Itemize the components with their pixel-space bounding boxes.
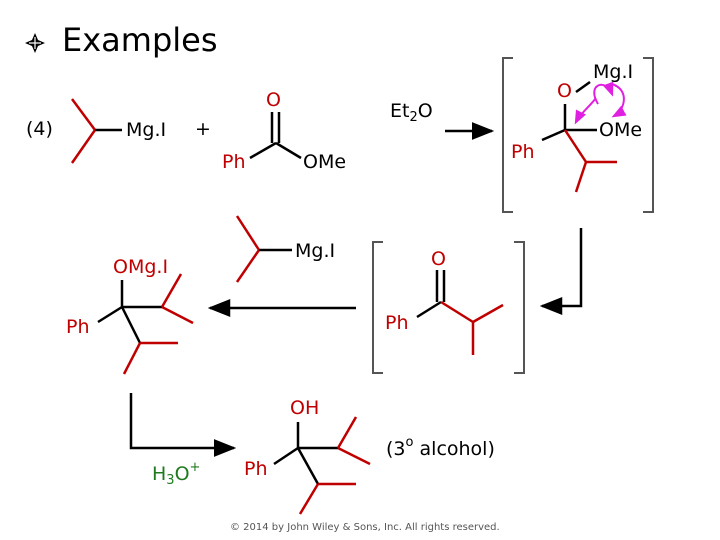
ester-phenyl-label: Ph [222,151,246,173]
product-bonds [273,416,371,515]
diamond-bullet-icon [25,33,45,53]
bracket-intermediate-1 [502,57,654,213]
tetrahedral-intermediate-bonds [541,80,617,193]
curved-arrows-icon [574,81,627,125]
isopropyl-grignard-bonds [70,98,122,164]
copyright-notice: © 2014 by John Wiley & Sons, Inc. All ri… [230,522,500,533]
ester-oxygen-label: O [266,89,281,111]
arrow-elimination [539,228,583,315]
ester-methoxy-label: OMe [303,151,347,173]
example-number: (4) [26,118,53,140]
arrow-workup [129,393,237,457]
product-phenyl-label: Ph [244,458,268,480]
ester-bonds [249,112,302,160]
alkoxide-bonds [97,273,194,375]
alkoxide-phenyl-label: Ph [66,316,90,338]
alcohol-class-label: (3o alcohol) [386,435,495,460]
grignard-mgi-label: Mg.I [126,119,167,141]
alkoxide-omgi-label: OMg.I [113,256,169,278]
ketone-bonds [416,270,504,355]
bracket-ketone [372,241,525,374]
intermediate-mgi-label: Mg.I [593,61,634,83]
intermediate-phenyl-label: Ph [511,141,535,163]
plus-sign: + [195,118,211,140]
intermediate-oxygen-label: O [557,80,572,102]
solvent-label: Et2O [390,100,433,125]
product-hydroxyl-label: OH [290,397,320,419]
ketone-phenyl-label: Ph [385,312,409,334]
grignard-2-mgi-label: Mg.I [295,240,336,262]
intermediate-methoxy-label: OMe [599,119,643,141]
slide-title: Examples [62,21,218,59]
acid-workup-label: H3O+ [152,460,201,488]
isopropyl-grignard-2-bonds [235,215,292,283]
ketone-oxygen-label: O [431,248,446,270]
